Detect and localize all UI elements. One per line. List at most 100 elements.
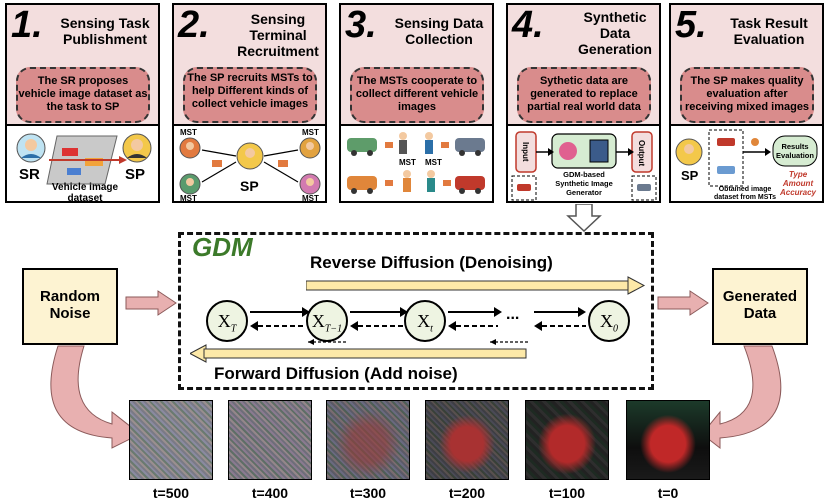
stage-3-illustration: MST MST [341, 126, 492, 201]
stage-4-scene [511, 131, 657, 201]
gpu-icon [589, 139, 609, 163]
stage-1-number: 1. [11, 4, 43, 46]
input-image-slot [511, 175, 537, 201]
camera-icon [278, 160, 288, 167]
stage-3-description: The MSTs cooperate to collect different … [350, 67, 484, 123]
node-xT-1: XT−1 [306, 300, 348, 342]
stage-2-mst-label: MST [180, 128, 197, 137]
stage-2-scene [179, 137, 321, 195]
mst-avatar-icon [299, 173, 321, 195]
stage-2-illustration: MST MST MST MST SP [174, 126, 325, 203]
random-noise-box: Random Noise [22, 268, 118, 345]
stage-5-obtained-label: Obtained image dataset from MSTs [713, 186, 777, 201]
stage-2-mst-label: MST [180, 194, 197, 203]
stage-4-description: Sythetic data are generated to replace p… [517, 67, 651, 123]
person-icon [425, 132, 433, 154]
generated-data-box: Generated Data [712, 268, 808, 345]
sp-avatar-icon [236, 142, 264, 170]
stage-3-panel: 3. Sensing Data Collection The MSTs coop… [339, 3, 494, 203]
mst-avatar-icon [179, 173, 201, 195]
sr-avatar-icon [16, 133, 46, 163]
forward-diffusion-label: Forward Diffusion (Add noise) [214, 364, 458, 383]
stage-3-mst-label: MST [425, 158, 442, 167]
stage-4-number: 4. [512, 4, 544, 46]
stage-1-sr-label: SR [19, 166, 40, 183]
stage-2-sp-label: SP [240, 178, 259, 194]
timestep-label-t100: t=100 [548, 485, 586, 501]
chain-arrows [250, 307, 586, 345]
gdm-box [178, 232, 654, 390]
noise-to-gdm-arrow [125, 290, 177, 316]
stage-4-title: Synthetic Data Generation [578, 9, 652, 57]
node-x0: X0 [588, 300, 630, 342]
stage-2-header: 2. Sensing Terminal Recruitment The SP r… [174, 5, 325, 126]
person-icon [403, 170, 411, 192]
output-image-slot [631, 175, 657, 201]
stage-1-panel: 1. Sensing Task Publishment The SR propo… [5, 3, 160, 203]
person-icon [427, 170, 435, 192]
person-icon [399, 132, 407, 154]
diffusion-image-t300 [326, 400, 410, 480]
car-icon [455, 176, 485, 194]
gdm-to-generated-arrow [657, 290, 709, 316]
stage-2-mst-label: MST [302, 194, 319, 203]
camera-icon [385, 180, 393, 186]
stage-1-scene [16, 133, 152, 185]
stage-5-metrics-label: Type Amount Accuracy [779, 170, 817, 197]
timestep-label-t0: t=0 [657, 485, 679, 501]
stage-2-description: The SP recruits MSTs to help Different k… [183, 67, 317, 123]
diffusion-image-t400 [228, 400, 312, 480]
stage-3-title: Sensing Data Collection [394, 15, 484, 47]
results-evaluation-box [772, 135, 818, 167]
stage-1-sp-label: SP [125, 166, 146, 183]
stage-3-scene [347, 132, 485, 194]
car-icon [517, 184, 531, 191]
reverse-diffusion-arrow [306, 276, 646, 295]
stage-5-panel: 5. Task Result Evaluation The SP makes q… [669, 3, 824, 203]
stage-3-number: 3. [345, 4, 377, 46]
car-icon [717, 138, 735, 146]
ellipsis: ... [506, 306, 520, 323]
stage-2-panel: 2. Sensing Terminal Recruitment The SP r… [172, 3, 327, 203]
car-icon [717, 166, 735, 174]
forward-diffusion-arrow [190, 344, 527, 363]
gdm-title: GDM [192, 232, 253, 262]
stage-1-title: Sensing Task Publishment [60, 15, 150, 47]
stage-4-input-label: Input [521, 142, 530, 162]
left-curved-arrow [50, 345, 141, 449]
mst-avatar-icon [299, 137, 321, 159]
stage-3-mst-label: MST [399, 158, 416, 167]
stage-5-scene [675, 129, 818, 187]
stage-1-description: The SR proposes vehicle image dataset as… [16, 67, 150, 123]
camera-icon [385, 142, 393, 148]
mst-avatar-icon [179, 137, 201, 159]
stage-1-dataset-label: Vehicle image dataset [51, 182, 119, 203]
stage-3-header: 3. Sensing Data Collection The MSTs coop… [341, 5, 492, 126]
sp-avatar-icon [675, 138, 703, 166]
stage-2-mst-label: MST [302, 128, 319, 137]
stage-to-gdm-arrow [566, 204, 602, 232]
right-curved-arrow [701, 345, 782, 450]
timestep-label-t500: t=500 [152, 485, 190, 501]
stage-2-number: 2. [178, 4, 210, 46]
brain-icon [559, 142, 577, 160]
stage-5-header: 5. Task Result Evaluation The SP makes q… [671, 5, 822, 126]
evaluate-icon [751, 138, 759, 146]
stage-2-title: Sensing Terminal Recruitment [237, 11, 319, 59]
diffusion-image-t500 [129, 400, 213, 480]
car-icon [455, 138, 485, 156]
diffusion-image-t0 [626, 400, 710, 480]
stage-4-output-label: Output [637, 140, 646, 167]
car-icon [637, 184, 651, 191]
car-icon [347, 176, 377, 194]
mixed-dataset-box [708, 129, 744, 187]
stage-4-illustration: Input Output GDM-based Synthetic Image G… [508, 126, 659, 201]
diffusion-image-t200 [425, 400, 509, 480]
camera-icon [441, 142, 449, 148]
stage-4-header: 4. Synthetic Data Generation Sythetic da… [508, 5, 659, 126]
camera-icon [443, 180, 451, 186]
diffusion-image-t100 [525, 400, 609, 480]
stage-5-number: 5. [675, 4, 707, 46]
timestep-label-t300: t=300 [349, 485, 387, 501]
stage-5-description: The SP makes quality evaluation after re… [680, 67, 814, 123]
